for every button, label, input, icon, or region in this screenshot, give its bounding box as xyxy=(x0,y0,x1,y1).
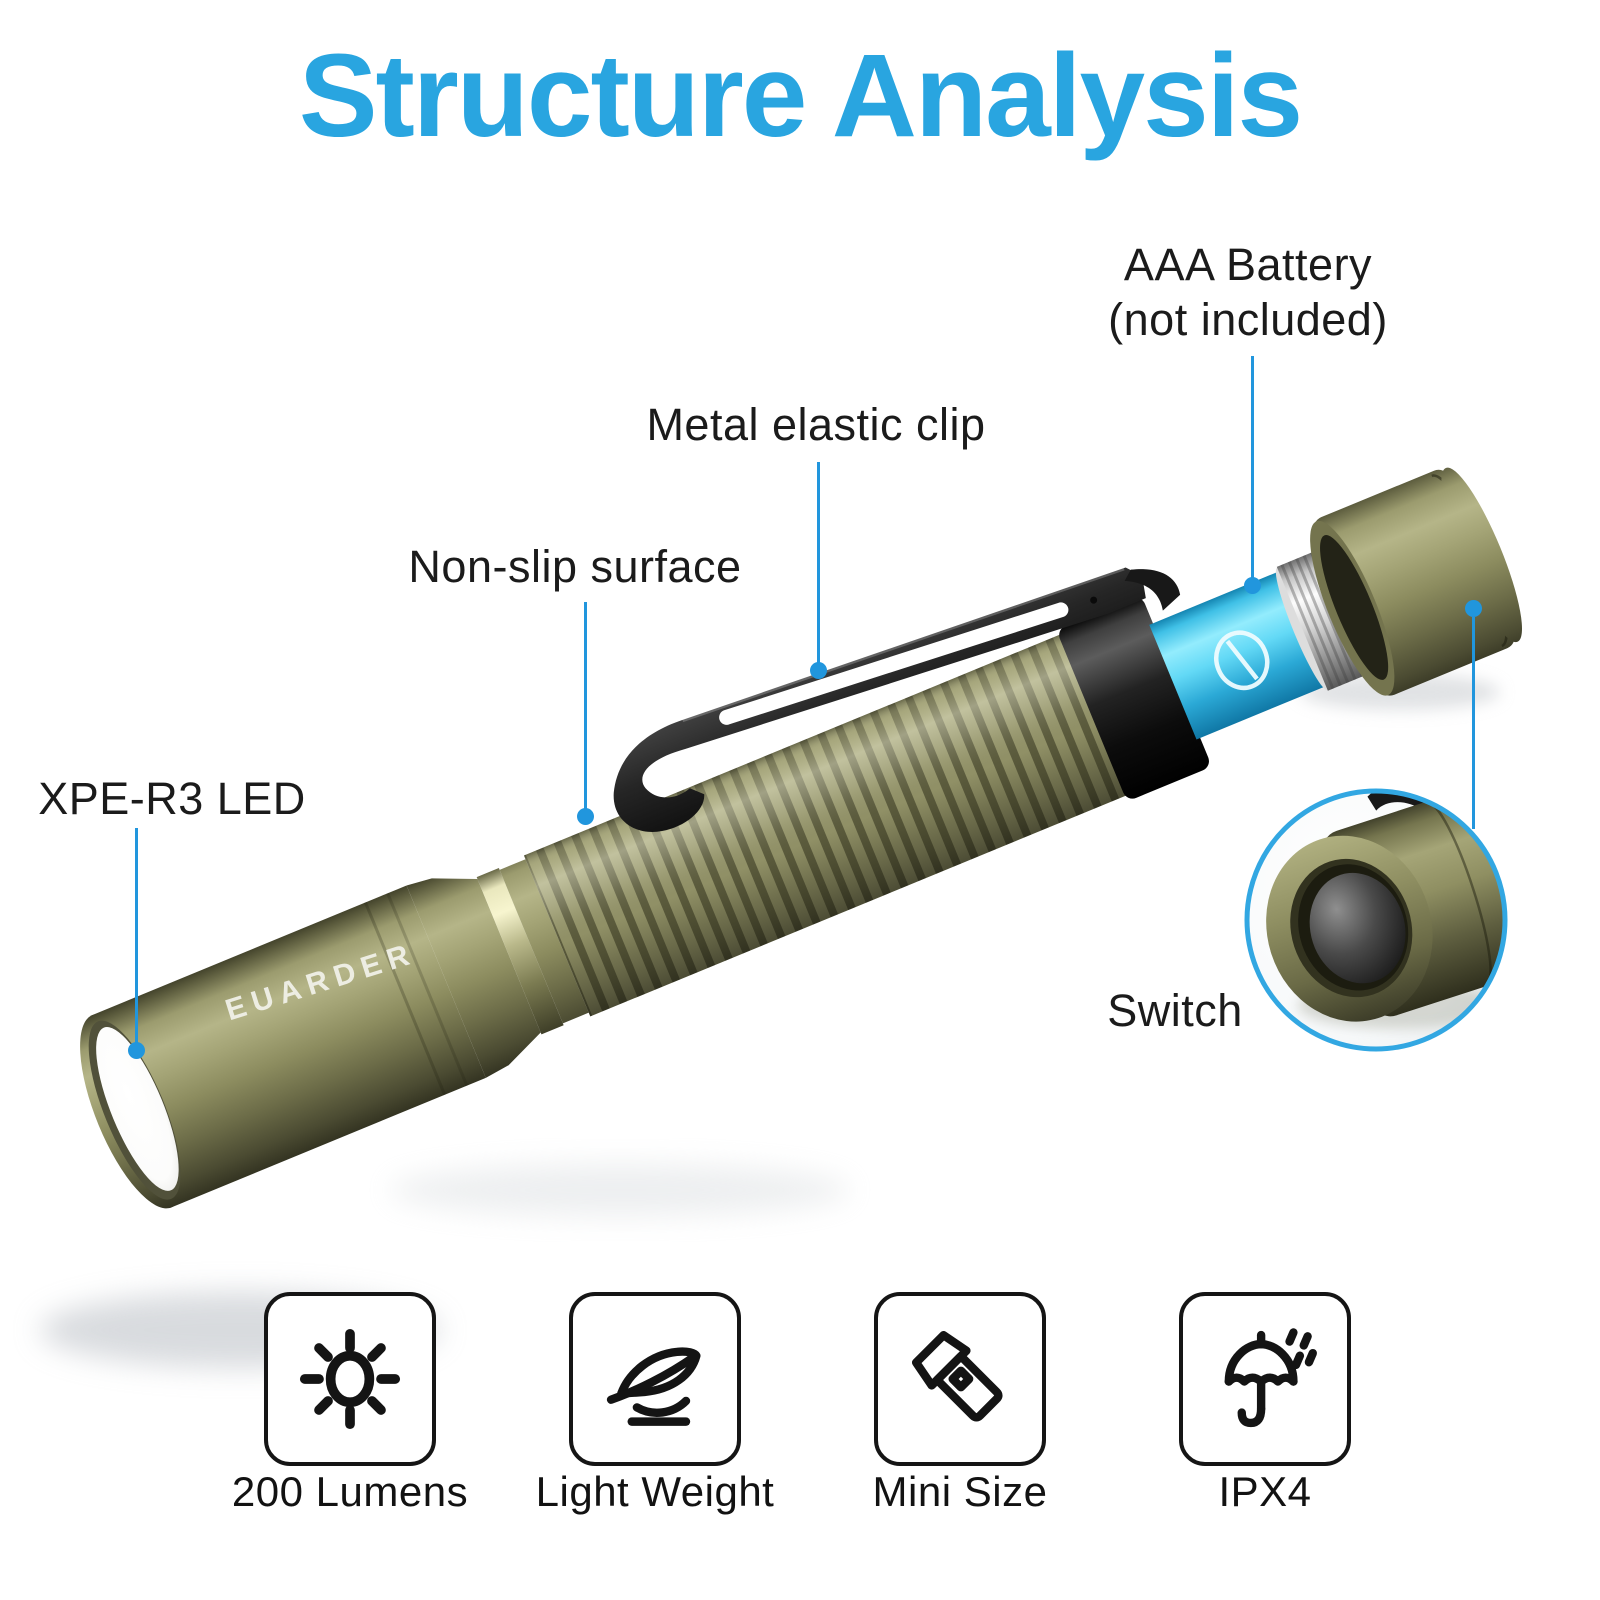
leader-line-clip xyxy=(817,462,820,664)
feature-box-ipx4 xyxy=(1179,1292,1351,1466)
sun-icon xyxy=(299,1328,401,1430)
switch-button xyxy=(1309,872,1406,984)
callout-battery-line1: AAA Battery xyxy=(1123,239,1373,290)
switch-inset xyxy=(1243,787,1509,1053)
callout-battery-line2: (not included) xyxy=(1108,293,1388,345)
feature-box-size xyxy=(874,1292,1046,1466)
flashlight-head xyxy=(90,878,541,1209)
flashlight-icon xyxy=(911,1330,1003,1422)
page-title: Structure Analysis xyxy=(298,30,1303,162)
leader-dot-led xyxy=(128,1042,145,1059)
feature-label-size: Mini Size xyxy=(872,1468,1048,1515)
leader-line-led xyxy=(135,828,138,1044)
feature-label-ipx4: IPX4 xyxy=(1218,1468,1312,1515)
head-accent-ring xyxy=(476,868,564,1035)
callout-switch: Switch xyxy=(1107,985,1243,1036)
feature-box-weight xyxy=(569,1292,741,1466)
leader-line-surface xyxy=(584,602,587,812)
leader-dot-battery xyxy=(1244,577,1261,594)
metal-clip xyxy=(613,567,1181,832)
non-slip-ribbed-body xyxy=(523,634,1127,1017)
feature-label-weight: Light Weight xyxy=(535,1468,775,1515)
callout-clip: Metal elastic clip xyxy=(646,399,986,450)
aaa-battery xyxy=(1149,569,1332,740)
inset-ring xyxy=(1244,788,1508,1052)
flashlight-lens xyxy=(80,1014,184,1209)
clip-ring xyxy=(1059,597,1209,799)
feature-label-lumens: 200 Lumens xyxy=(231,1468,469,1515)
neck-step xyxy=(499,859,589,1024)
feather-icon xyxy=(606,1347,701,1426)
leader-dot-switch xyxy=(1465,600,1482,617)
umbrella-rain-icon xyxy=(1224,1328,1317,1428)
leader-dot-surface xyxy=(577,808,594,825)
feature-box-lumens xyxy=(264,1292,436,1466)
tail-cap xyxy=(1310,467,1522,696)
battery-polarity-icon xyxy=(1214,630,1270,691)
leader-line-switch xyxy=(1472,617,1475,829)
leader-line-battery xyxy=(1251,356,1254,579)
callout-led: XPE-R3 LED xyxy=(38,773,306,824)
leader-dot-clip xyxy=(810,662,827,679)
callout-surface: Non-slip surface xyxy=(408,541,742,592)
callout-battery: AAA Battery (not included) xyxy=(1108,238,1388,348)
